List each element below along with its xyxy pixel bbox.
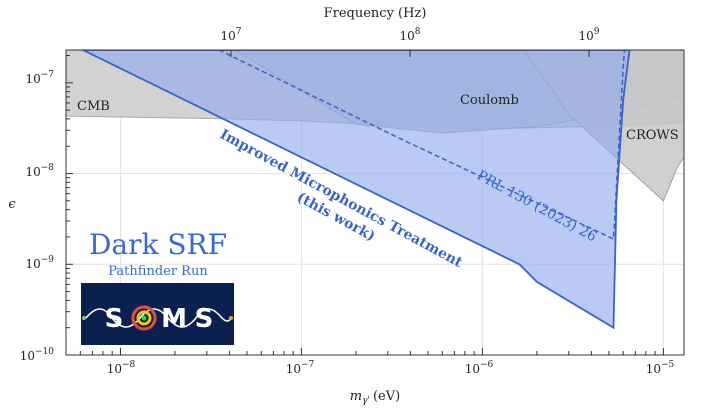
logo-wave-icon bbox=[85, 308, 232, 328]
y-tick-label-2: 10−9 bbox=[25, 255, 54, 271]
x-tick-label-4: 10−5 bbox=[646, 360, 675, 376]
y-tick-label-1: 10−10 bbox=[20, 347, 55, 363]
logo-q-ring-icon bbox=[131, 305, 157, 331]
logo-background bbox=[81, 283, 234, 345]
top-tick-label-3: 109 bbox=[578, 27, 599, 43]
improved-microphonics-region bbox=[82, 50, 631, 330]
brand-title: Dark SRF bbox=[89, 228, 227, 261]
logo-q-core-icon bbox=[141, 315, 147, 321]
logo-letter-s1: S bbox=[105, 304, 124, 334]
logo-right-dot-icon bbox=[229, 316, 233, 320]
logo-left-dot-icon bbox=[82, 316, 86, 320]
coulomb-label: Coulomb bbox=[460, 93, 519, 108]
axis-ticks bbox=[65, 50, 664, 356]
y-tick-label-4: 10−7 bbox=[25, 70, 54, 86]
y-axis-title: ϵ bbox=[8, 197, 16, 212]
crows-label: CROWS bbox=[626, 128, 679, 143]
sqms-logo: S M S bbox=[81, 283, 234, 345]
top-tick-label-1: 107 bbox=[220, 27, 241, 43]
x-axis-title: mγ'(eV) bbox=[350, 389, 400, 406]
x-tick-label-2: 10−7 bbox=[286, 360, 315, 376]
x-tick-label-1: 10−8 bbox=[107, 360, 136, 376]
x-tick-label-3: 10−6 bbox=[465, 360, 494, 376]
top-tick-label-2: 108 bbox=[399, 27, 420, 43]
prl-dashed-line bbox=[218, 50, 626, 241]
logo-letter-m: M bbox=[161, 304, 187, 334]
y-tick-label-3: 10−8 bbox=[25, 163, 54, 179]
brand-subtitle: Pathfinder Run bbox=[108, 264, 208, 279]
top-axis-title: Frequency (Hz) bbox=[324, 6, 427, 21]
logo-letter-s2: S bbox=[195, 304, 214, 334]
cmb-label: CMB bbox=[77, 99, 110, 114]
plot-frame bbox=[65, 49, 685, 356]
logo-q-inner-ring-icon bbox=[136, 310, 152, 326]
